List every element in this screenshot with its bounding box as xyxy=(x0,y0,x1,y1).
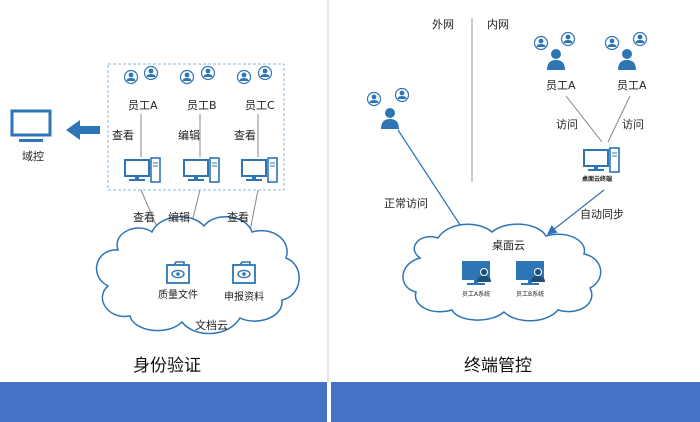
arrow-to-domain-icon xyxy=(66,120,100,140)
inner-network-label: 内网 xyxy=(487,18,509,31)
document-cloud xyxy=(95,216,300,335)
action-view-bottom-1-label: 查看 xyxy=(133,211,155,224)
pc-c-icon xyxy=(241,157,278,183)
document-cloud-label: 文档云 xyxy=(195,319,228,332)
pc-b-icon xyxy=(183,157,220,183)
employee-a-people-icon xyxy=(123,65,159,85)
visit-label-2: 访问 xyxy=(622,118,644,131)
employee-c-label: 员工C xyxy=(245,99,275,112)
domain-monitor-icon xyxy=(10,109,52,142)
system-a-label: 员工A系统 xyxy=(462,291,491,298)
identity-verification-caption: 身份验证 xyxy=(133,356,201,376)
employee-c-people-icon xyxy=(236,65,273,85)
domain-control-label: 域控 xyxy=(22,150,44,163)
pc-a-icon xyxy=(124,157,161,183)
desktop-terminal-label: 桌面云终端 xyxy=(582,176,613,183)
quality-file-label: 质量文件 xyxy=(158,290,198,301)
visit-label-1: 访问 xyxy=(556,118,578,131)
desktop-cloud-label: 桌面云 xyxy=(492,239,525,252)
inner-employee-a2-icon xyxy=(618,49,636,70)
terminal-control-caption: 终端管控 xyxy=(464,356,532,376)
inner-employee-a1-label: 员工A xyxy=(546,79,576,92)
desktop-terminal-icon xyxy=(583,147,620,173)
outer-network-label: 外网 xyxy=(432,18,454,31)
inner-employee-a1-icon xyxy=(547,49,565,70)
report-file-label: 申报资料 xyxy=(224,292,264,303)
action-edit-b-label: 编辑 xyxy=(178,129,200,142)
normal-access-label: 正常访问 xyxy=(384,197,428,210)
action-view-c-label: 查看 xyxy=(234,129,256,142)
normal-access-arrow xyxy=(397,129,467,236)
outer-people-icon xyxy=(366,87,410,107)
desktop-cloud xyxy=(402,223,602,322)
outer-person-icon xyxy=(381,108,399,129)
inner-employee-a1-people-icon xyxy=(533,31,576,51)
action-edit-bottom-label: 编辑 xyxy=(168,211,190,224)
auto-sync-label: 自动同步 xyxy=(580,208,624,221)
employee-group-box xyxy=(107,63,285,191)
inner-employee-a2-people-icon xyxy=(604,31,648,51)
right-bottom-bar xyxy=(331,382,700,422)
employee-a-label: 员工A xyxy=(128,99,158,112)
auto-sync-arrow xyxy=(547,189,605,235)
quality-file-icon xyxy=(166,261,190,284)
employee-b-label: 员工B xyxy=(187,99,217,112)
inner-employee-a2-label: 员工A xyxy=(617,79,647,92)
report-file-icon xyxy=(232,261,256,284)
action-view-bottom-2-label: 查看 xyxy=(227,211,249,224)
system-b-label: 员工B系统 xyxy=(516,291,545,298)
employee-b-people-icon xyxy=(179,65,216,85)
action-view-a-label: 查看 xyxy=(112,129,134,142)
left-bottom-bar xyxy=(0,382,327,422)
